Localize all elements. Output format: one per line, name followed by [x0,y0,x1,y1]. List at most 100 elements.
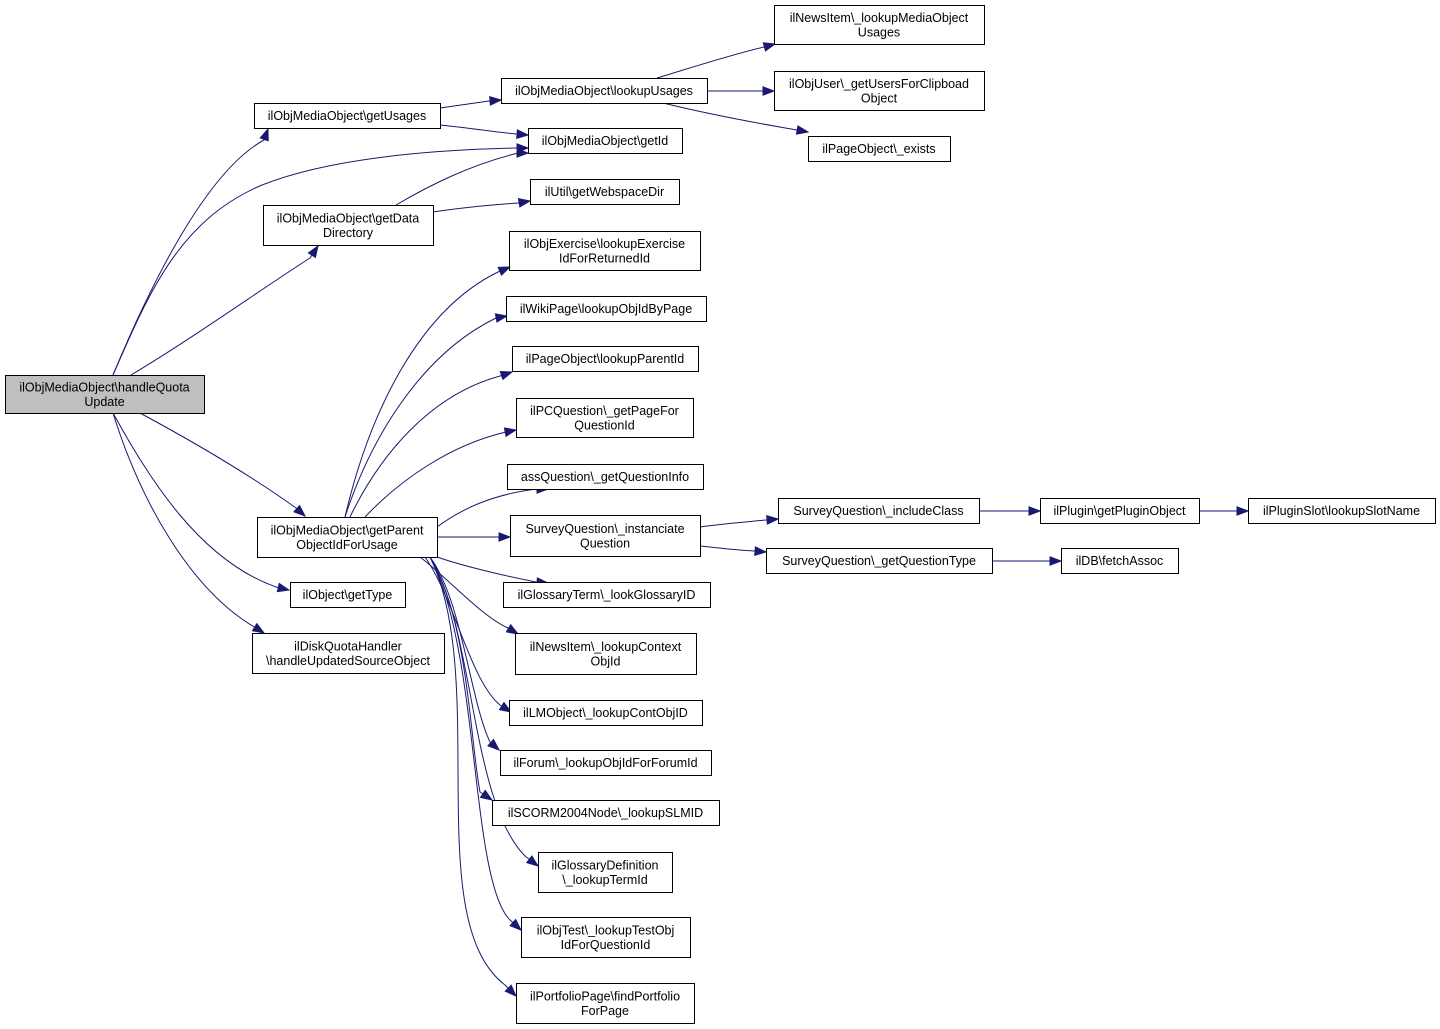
edge-line [424,556,512,713]
edge-getDataDirectory-to-getId [395,148,530,206]
edge-line [429,556,500,751]
node-getType[interactable]: ilObject\getType [290,582,406,608]
edge-line [439,124,529,136]
arrowhead-icon [505,623,520,635]
node-label: ilObjMediaObject\getId [542,134,669,148]
arrowhead-icon [498,532,512,542]
node-label: Directory [323,226,374,240]
node-label: ilGlossaryTerm\_lookGlossaryID [518,588,696,602]
node-glossaryDef[interactable]: ilGlossaryDefinition\_lookupTermId [538,852,673,893]
node-label: ilNewsItem\_lookupContext [530,640,682,654]
node-label: ilWikiPage\lookupObjIdByPage [520,302,692,316]
node-pluginObject[interactable]: ilPlugin\getPluginObject [1040,498,1200,524]
edge-getParent-to-objTest [429,556,523,931]
node-label: QuestionId [574,418,635,432]
arrowhead-icon [293,504,307,517]
node-label: Question [580,536,630,550]
node-fetchAssoc[interactable]: ilDB\fetchAssoc [1061,548,1179,574]
node-forum[interactable]: ilForum\_lookupObjIdForForumId [500,750,712,776]
node-label: assQuestion\_getQuestionInfo [521,470,689,484]
node-box [516,983,695,1024]
edge-surveyInclude-to-pluginObject [979,506,1042,516]
edge-getUsages-to-lookupUsages [439,96,503,109]
node-label: Object [861,91,898,105]
node-lmObject[interactable]: ilLMObject\_lookupContObjID [509,700,703,726]
arrowhead-icon [754,546,768,556]
node-scorm[interactable]: ilSCORM2004Node\_lookupSLMID [492,800,720,826]
arrowhead-icon [525,855,540,867]
arrowhead-icon [503,427,518,438]
edge-line [429,556,522,931]
node-box [506,296,707,322]
node-label: \_lookupTermId [562,873,648,887]
edges-layer [112,42,1250,997]
arrowhead-icon [251,622,266,634]
node-label: ilLMObject\_lookupContObjID [523,706,688,720]
node-label: ilPCQuestion\_getPageFor [530,404,679,418]
edge-pluginObject-to-slotName [1199,506,1250,516]
edge-line [130,245,319,376]
node-label: ilObjMediaObject\getUsages [268,109,426,123]
node-webspaceDir[interactable]: ilUtil\getWebspaceDir [530,179,680,205]
node-box [290,582,406,608]
node-pageParent[interactable]: ilPageObject\lookupParentId [512,346,699,372]
node-label: ilNewsItem\_lookupMediaObject [790,11,969,25]
edge-getParent-to-lmObject [424,556,513,713]
node-box [515,633,697,675]
arrowhead-icon [517,198,532,208]
node-box [521,917,691,958]
node-box [778,498,980,524]
edge-line [429,556,539,867]
edge-surveyInstanciate-to-surveyInclude [699,515,780,528]
node-pageExists[interactable]: ilPageObject\_exists [808,136,951,162]
node-box [1061,548,1179,574]
node-label: ilObjMediaObject\getData [277,211,419,225]
edge-line [112,412,265,634]
node-box [501,78,708,104]
edge-lookupUsages-to-userClipboard [707,86,776,96]
node-exerciseLookup[interactable]: ilObjExercise\lookupExerciseIdForReturne… [509,231,701,271]
node-box [538,852,673,893]
node-label: ilDB\fetchAssoc [1076,554,1164,568]
node-surveyInclude[interactable]: SurveyQuestion\_includeClass [778,498,980,524]
node-box [507,464,704,490]
node-label: ilObjMediaObject\getParent [271,523,424,537]
node-box [257,517,438,558]
edge-root-to-getDataDirectory [130,244,319,376]
node-getId[interactable]: ilObjMediaObject\getId [528,128,683,154]
edge-root-to-getId [112,143,530,376]
node-label: SurveyQuestion\_includeClass [793,504,963,518]
edge-line [656,43,776,79]
node-lookupUsages[interactable]: ilObjMediaObject\lookupUsages [501,78,708,104]
arrowhead-icon [762,42,777,52]
node-wikiLookup[interactable]: ilWikiPage\lookupObjIdByPage [506,296,707,322]
node-getParent[interactable]: ilObjMediaObject\getParentObjectIdForUsa… [257,517,438,558]
node-slotName[interactable]: ilPluginSlot\lookupSlotName [1248,498,1436,524]
edge-getParent-to-exerciseLookup [344,266,512,518]
node-getUsages[interactable]: ilObjMediaObject\getUsages [254,103,441,129]
node-label: ilObjExercise\lookupExercise [524,237,685,251]
arrowhead-icon [509,918,523,931]
node-box [509,231,701,271]
node-label: ilPageObject\_exists [822,142,935,156]
edge-getDataDirectory-to-webspaceDir [432,198,532,213]
node-glossaryTerm[interactable]: ilGlossaryTerm\_lookGlossaryID [503,582,711,608]
node-diskQuota[interactable]: ilDiskQuotaHandler\handleUpdatedSourceOb… [252,633,445,674]
node-assQuestion[interactable]: assQuestion\_getQuestionInfo [507,464,704,490]
arrowhead-icon [766,515,780,525]
arrowhead-icon [497,266,512,276]
node-surveyType[interactable]: SurveyQuestion\_getQuestionType [766,548,993,574]
edge-line [436,556,549,584]
node-label: ForPage [581,1004,629,1018]
